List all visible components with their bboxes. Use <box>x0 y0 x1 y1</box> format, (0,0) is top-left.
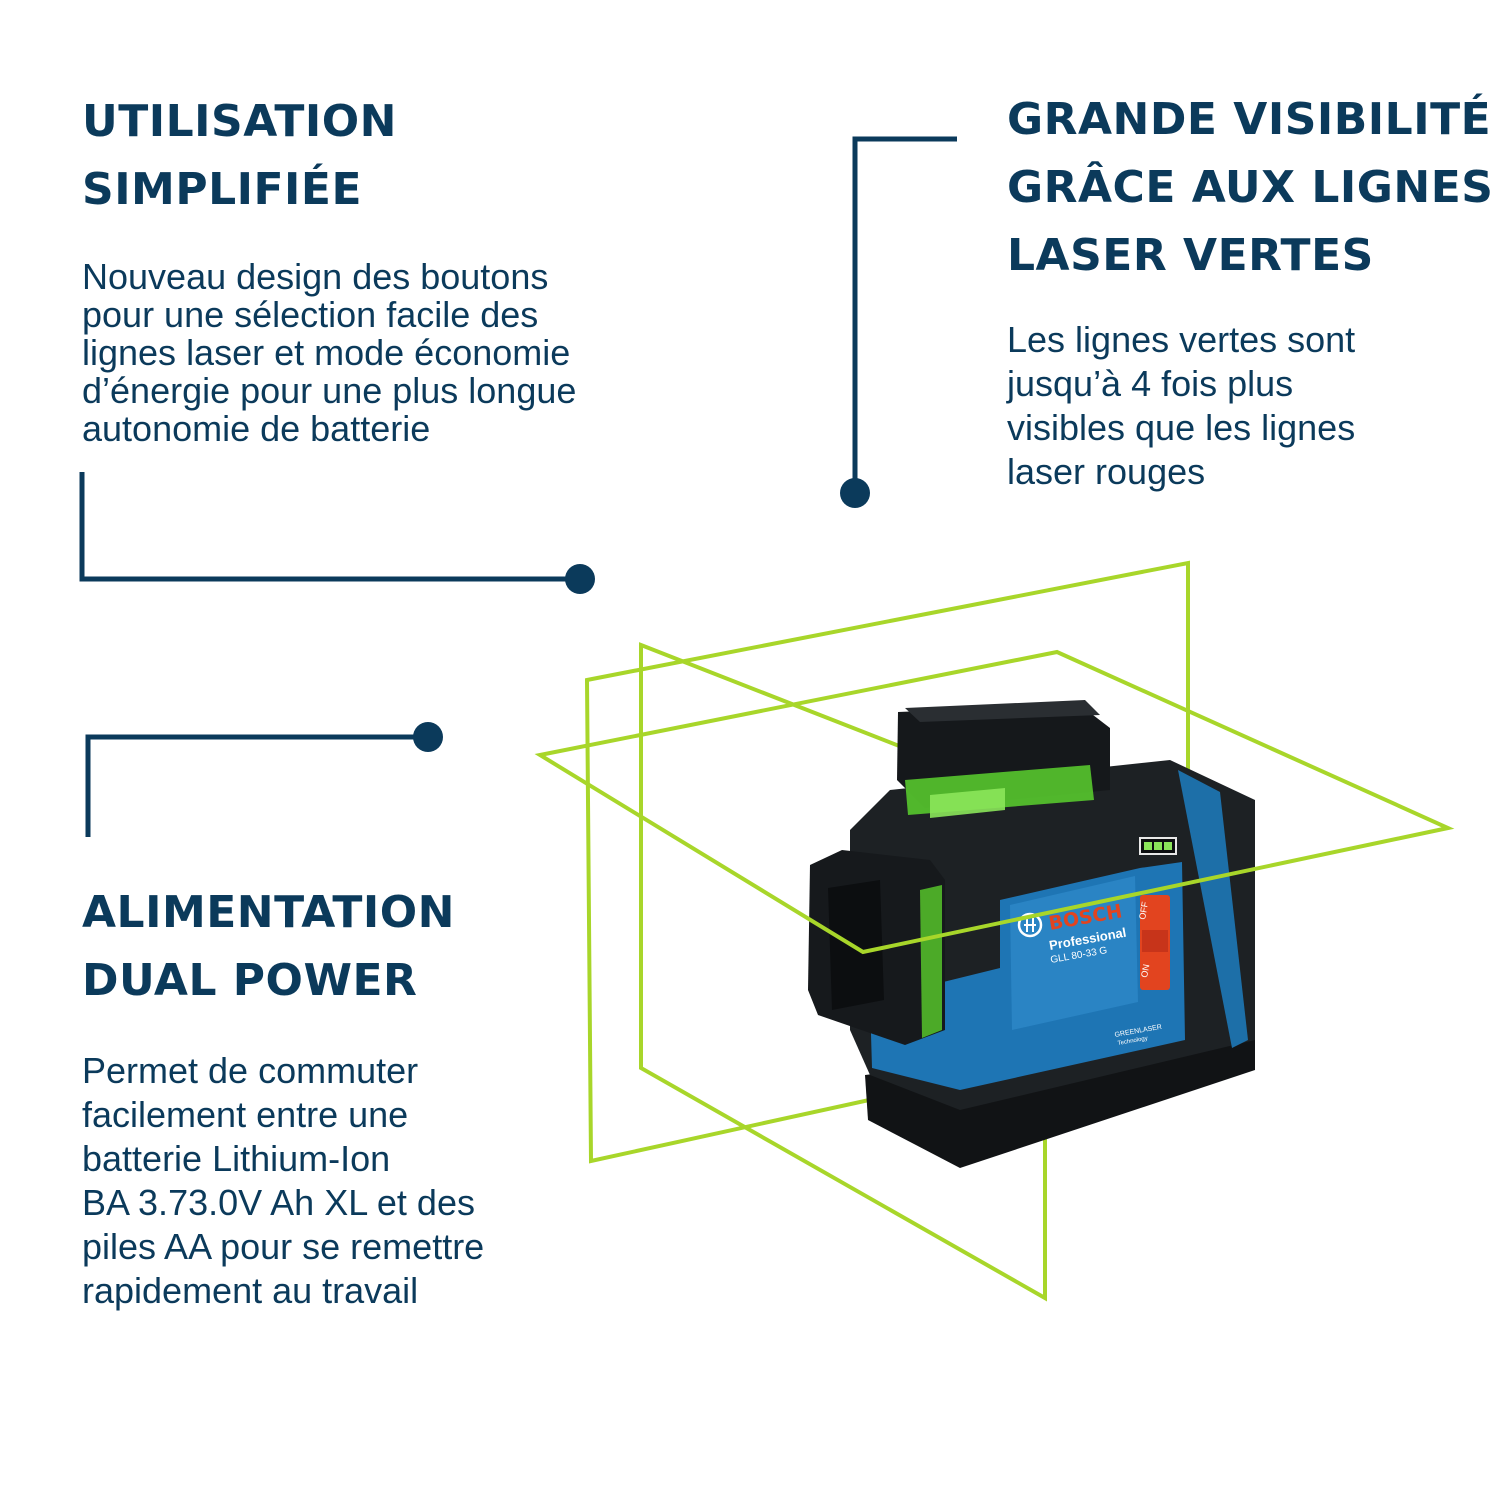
visibility-heading-line: GRÂCE AUX LIGNES <box>1007 162 1494 213</box>
callout-power <box>85 722 443 837</box>
visibility-line: laser rouges <box>1007 451 1206 492</box>
power-line: piles AA pour se remettre <box>82 1226 485 1267</box>
power-heading: ALIMENTATION DUAL POWER <box>82 879 455 1015</box>
callout-visibility <box>840 136 957 508</box>
power-line: facilement entre une <box>82 1094 409 1135</box>
visibility-description: Les lignes vertes sont jusqu’à 4 fois pl… <box>1007 318 1355 494</box>
power-description: Permet de commuter facilement entre une … <box>82 1049 484 1313</box>
easy-use-heading-line: SIMPLIFIÉE <box>82 164 363 215</box>
visibility-heading-line: LASER VERTES <box>1007 230 1374 281</box>
switch-off-label: OFF <box>1137 900 1150 920</box>
power-line: batterie Lithium-Ion <box>82 1138 391 1179</box>
green-laser-badge-sub: Technology <box>1117 1036 1148 1047</box>
visibility-line: Les lignes vertes sont <box>1007 319 1356 360</box>
bosch-logo-icon <box>1017 912 1043 938</box>
easy-use-line: pour une sélection facile des <box>82 294 539 335</box>
switch-on-label: ON <box>1139 963 1151 978</box>
visibility-line: visibles que les lignes <box>1007 407 1356 448</box>
easy-use-heading-line: UTILISATION <box>82 96 397 147</box>
power-line: Permet de commuter <box>82 1050 419 1091</box>
power-heading-line: DUAL POWER <box>82 955 418 1006</box>
easy-use-heading: UTILISATION SIMPLIFIÉE <box>82 88 397 224</box>
easy-use-description: Nouveau design des boutons pour une séle… <box>82 258 576 448</box>
easy-use-line: autonomie de batterie <box>82 408 431 449</box>
visibility-heading-line: GRANDE VISIBILITÉ <box>1007 94 1492 145</box>
easy-use-line: Nouveau design des boutons <box>82 256 549 297</box>
power-line: rapidement au travail <box>82 1270 419 1311</box>
laser-planes-front <box>534 649 1455 955</box>
easy-use-line: d’énergie pour une plus longue <box>82 370 577 411</box>
power-heading-line: ALIMENTATION <box>82 887 455 938</box>
power-line: BA 3.73.0V Ah XL et des <box>82 1182 475 1223</box>
easy-use-line: lignes laser et mode économie <box>82 332 571 373</box>
visibility-line: jusqu’à 4 fois plus <box>1007 363 1294 404</box>
visibility-heading: GRANDE VISIBILITÉ GRÂCE AUX LIGNES LASER… <box>1007 86 1493 290</box>
laser-level-device <box>808 700 1255 1168</box>
callout-easy-use <box>79 472 595 594</box>
